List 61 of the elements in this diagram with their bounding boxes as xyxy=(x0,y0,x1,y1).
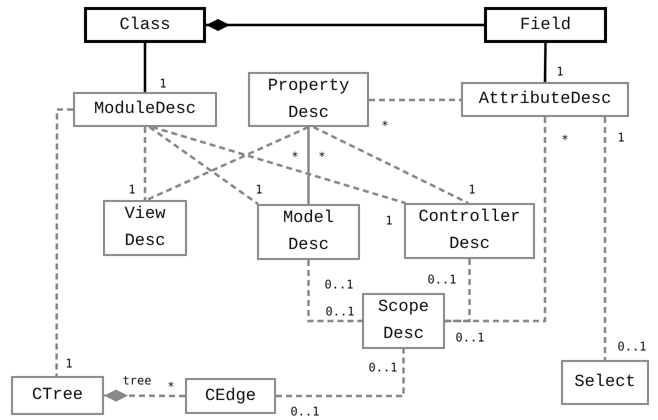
class-name: Scope Desc xyxy=(376,297,430,346)
multiplicity-label: 1 xyxy=(617,132,625,144)
association-line xyxy=(312,126,469,204)
multiplicity-label: 0..1 xyxy=(326,306,354,318)
association-line xyxy=(55,108,73,376)
association-line xyxy=(144,127,146,200)
multiplicity-label: 0..1 xyxy=(618,340,646,354)
association-line xyxy=(152,126,406,204)
multiplicity-label: tree xyxy=(122,374,152,388)
class-name: Model Desc xyxy=(282,208,335,257)
association-line xyxy=(604,117,606,360)
association-line xyxy=(544,42,547,82)
association-line xyxy=(369,98,461,102)
association-line xyxy=(144,43,146,92)
composition-connector xyxy=(206,19,484,31)
multiplicity-label: 0..1 xyxy=(368,362,398,374)
class-box xyxy=(248,72,369,127)
multiplicity-label: 1 xyxy=(128,184,136,196)
multiplicity-label: 0..1 xyxy=(324,278,354,292)
class-name: Class xyxy=(119,14,170,36)
multiplicity-label: 1 xyxy=(159,78,167,90)
multiplicity-label: 0..1 xyxy=(456,332,484,344)
association-line xyxy=(276,349,405,398)
multiplicity-label: * xyxy=(291,150,299,164)
class-box xyxy=(84,7,206,43)
class-name: AttributeDesc xyxy=(478,89,612,111)
class-name: Select xyxy=(574,372,636,394)
association-line xyxy=(307,127,310,204)
class-box xyxy=(257,204,360,260)
class-name: View Desc xyxy=(124,204,166,253)
multiplicity-label: * xyxy=(561,134,569,146)
multiplicity-label: 0..1 xyxy=(290,406,320,418)
multiplicity-label: 1 xyxy=(385,214,393,228)
class-name: ModuleDesc xyxy=(94,99,196,121)
class-name: CEdge xyxy=(204,386,256,408)
multiplicity-label: * xyxy=(381,120,389,132)
class-box xyxy=(11,376,104,415)
class-box xyxy=(561,360,649,405)
multiplicity-label: 1 xyxy=(556,66,564,78)
association-line xyxy=(445,117,546,322)
class-box xyxy=(103,200,187,256)
multiplicity-label: 0..1 xyxy=(428,274,456,286)
multiplicity-label: * xyxy=(167,380,175,394)
class-box xyxy=(484,7,607,43)
multiplicity-label: 1 xyxy=(65,358,73,370)
association-line xyxy=(146,126,310,202)
class-box xyxy=(461,82,629,117)
class-box xyxy=(73,92,217,127)
composition-connector xyxy=(104,390,185,402)
class-box xyxy=(404,203,535,259)
class-name: Property Desc xyxy=(266,76,350,124)
class-name: CTree xyxy=(32,385,83,407)
class-name: Controller Desc xyxy=(417,207,522,256)
class-box xyxy=(362,293,445,349)
class-name: Field xyxy=(520,14,571,36)
class-box xyxy=(185,378,276,414)
association-line xyxy=(307,260,362,322)
multiplicity-label: * xyxy=(318,150,326,164)
association-line xyxy=(148,126,259,206)
multiplicity-label: 1 xyxy=(255,184,263,196)
multiplicity-label: 1 xyxy=(468,184,476,196)
